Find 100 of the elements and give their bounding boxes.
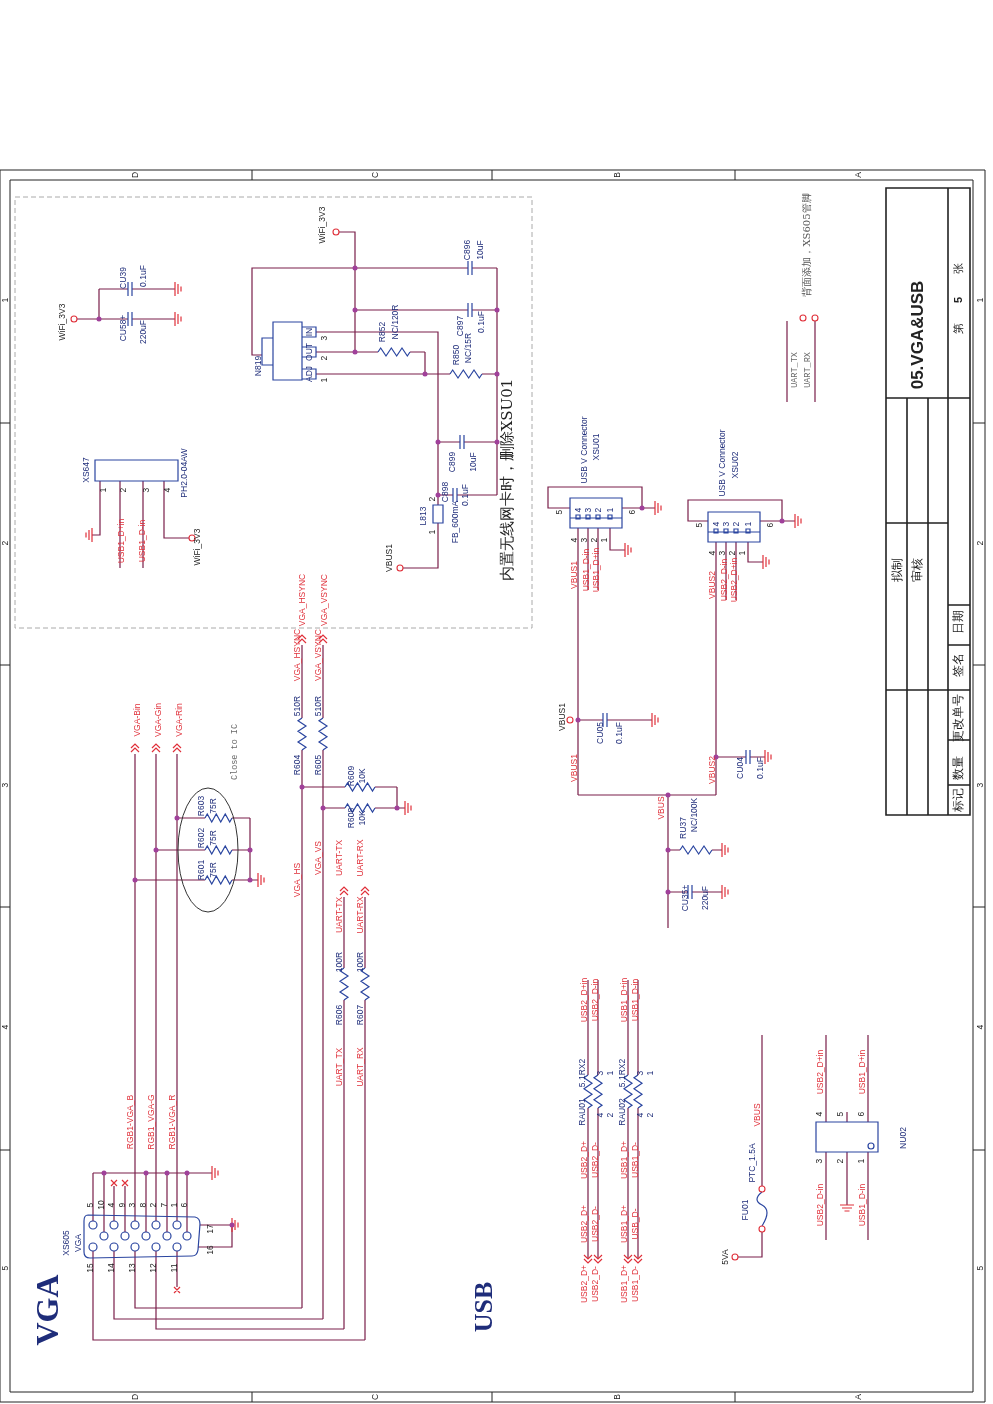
net-label: VGA_HS xyxy=(292,862,302,898)
net-label: VBUS1 xyxy=(569,561,579,589)
pin-number: 2 xyxy=(427,496,437,502)
part-value: NC/120R xyxy=(390,304,400,340)
part-value: 10K xyxy=(357,810,367,826)
part-designator: C897 xyxy=(455,315,465,337)
part-designator: C898 xyxy=(440,481,450,503)
part-designator: R607 xyxy=(355,1004,365,1026)
net-label: VBUS2 xyxy=(707,571,717,599)
pin-name: ADJ xyxy=(304,365,314,383)
pin-number: 1 xyxy=(605,507,615,513)
part-designator: R608 xyxy=(346,807,356,829)
net-label: USB2_D- xyxy=(590,1142,600,1178)
table-text: 签名 xyxy=(951,653,965,677)
part-designator: RAU01 xyxy=(577,1098,587,1126)
pin-number: 5 xyxy=(85,1202,95,1208)
power-net-label: WiFi_3V3 xyxy=(317,206,327,244)
net-label: USB2_D- xyxy=(590,1206,600,1242)
grid-reference: 1 xyxy=(0,297,10,303)
net-label: VGA-Bin xyxy=(132,703,142,737)
part-designator: R602 xyxy=(196,827,206,849)
grid-reference: B xyxy=(612,172,622,178)
pin-number: 4 xyxy=(569,537,579,543)
pin-number: 2 xyxy=(319,355,329,361)
pin-number: 15 xyxy=(85,1263,95,1273)
net-label: UART_RX xyxy=(355,1047,365,1087)
part-value: 10uF xyxy=(475,240,485,260)
table-text: 审核 xyxy=(910,558,924,582)
part-value: 510R xyxy=(313,695,323,717)
part-designator: FU01 xyxy=(740,1199,750,1221)
pin-number: 5 xyxy=(835,1111,845,1117)
net-label: USB2_D+in xyxy=(579,977,589,1023)
part-designator: R605 xyxy=(313,754,323,776)
part-designator: CU05 xyxy=(595,722,605,744)
pin-number: 4 xyxy=(162,487,172,493)
grid-reference: 4 xyxy=(0,1024,10,1030)
net-label: VGA_HSYNC xyxy=(297,573,307,627)
pin-number: 4 xyxy=(707,550,717,556)
net-label: USB1_D-in xyxy=(581,548,591,592)
net-label: VGA-Rin xyxy=(174,703,184,737)
pin-number: 2 xyxy=(835,1158,845,1164)
grid-reference: D xyxy=(130,1393,140,1401)
pin-number: 1 xyxy=(427,529,437,535)
part-value: PTC_1.5A xyxy=(747,1143,757,1183)
pin-number: 3 xyxy=(319,335,329,341)
pin-number: 6 xyxy=(627,509,637,515)
section-heading: USB xyxy=(468,1281,498,1333)
net-label: USB1_D+in xyxy=(857,1049,867,1095)
pin-number: 10 xyxy=(96,1200,106,1210)
pin-number: 1 xyxy=(645,1070,655,1076)
part-value: VGA xyxy=(73,1234,83,1252)
pin-number: 4 xyxy=(106,1202,116,1208)
net-label: VGA_HSYNC xyxy=(292,628,302,682)
power-net-label: WiFi_3V3 xyxy=(192,528,202,566)
net-label: VBUS xyxy=(656,796,666,820)
note-text: 内置无线网卡时，删除XSU01 xyxy=(498,378,516,582)
table-text: 标记 xyxy=(951,788,965,812)
net-label: USB1_D+ xyxy=(619,1141,629,1179)
net-label: USB2_D-in xyxy=(815,1183,825,1227)
part-designator: R606 xyxy=(334,1004,344,1026)
net-label: UART-RX xyxy=(355,839,365,877)
net-label: VGA_VS xyxy=(313,841,323,875)
part-designator: C896 xyxy=(462,239,472,261)
pin-number: 1 xyxy=(98,487,108,493)
part-designator: L813 xyxy=(418,506,428,526)
net-label: USB1_D+in xyxy=(591,547,601,593)
part-value: 0.1uF xyxy=(460,484,470,506)
net-label: USB1_D+in xyxy=(116,518,126,564)
power-net-label: VBUS1 xyxy=(384,544,394,572)
part-designator: R604 xyxy=(292,754,302,776)
net-label: USB2_D+ xyxy=(579,1205,589,1243)
part-designator: CU04 xyxy=(735,757,745,779)
part-designator: R601 xyxy=(196,859,206,881)
part-value: 100R xyxy=(334,951,344,973)
net-label: VGA_VSYNC xyxy=(313,629,323,681)
grid-reference: D xyxy=(130,171,140,179)
part-designator: XS647 xyxy=(81,457,91,483)
pin-number: 12 xyxy=(148,1263,158,1273)
grid-reference: 5 xyxy=(975,1265,985,1271)
part-value: 0.1uF xyxy=(755,757,765,779)
pin-number: 3 xyxy=(595,1070,605,1076)
pin-number: 11 xyxy=(169,1263,179,1273)
pin-number: 3 xyxy=(814,1158,824,1164)
table-text: 张 xyxy=(952,262,964,274)
part-designator: R603 xyxy=(196,795,206,817)
net-label: UART_RX xyxy=(803,352,813,388)
pin-number: 4 xyxy=(573,507,583,513)
net-label: RGB1_VGA-G xyxy=(146,1094,156,1150)
net-label: RGB1-VGA_R xyxy=(167,1094,177,1150)
net-label: USB2_D+in xyxy=(729,557,739,603)
pin-number: 1 xyxy=(319,377,329,383)
net-label: USB1_D+in xyxy=(619,977,629,1023)
pin-number: 2 xyxy=(645,1112,655,1118)
pin-number: 5 xyxy=(554,509,564,515)
pin-number: 4 xyxy=(595,1112,605,1118)
part-value: PH2.0-04AW xyxy=(179,448,189,498)
pin-number: 3 xyxy=(721,521,731,527)
pin-number: 1 xyxy=(169,1202,179,1208)
net-label: VBUS2 xyxy=(707,756,717,784)
net-label: USB1_D+ xyxy=(619,1265,629,1303)
